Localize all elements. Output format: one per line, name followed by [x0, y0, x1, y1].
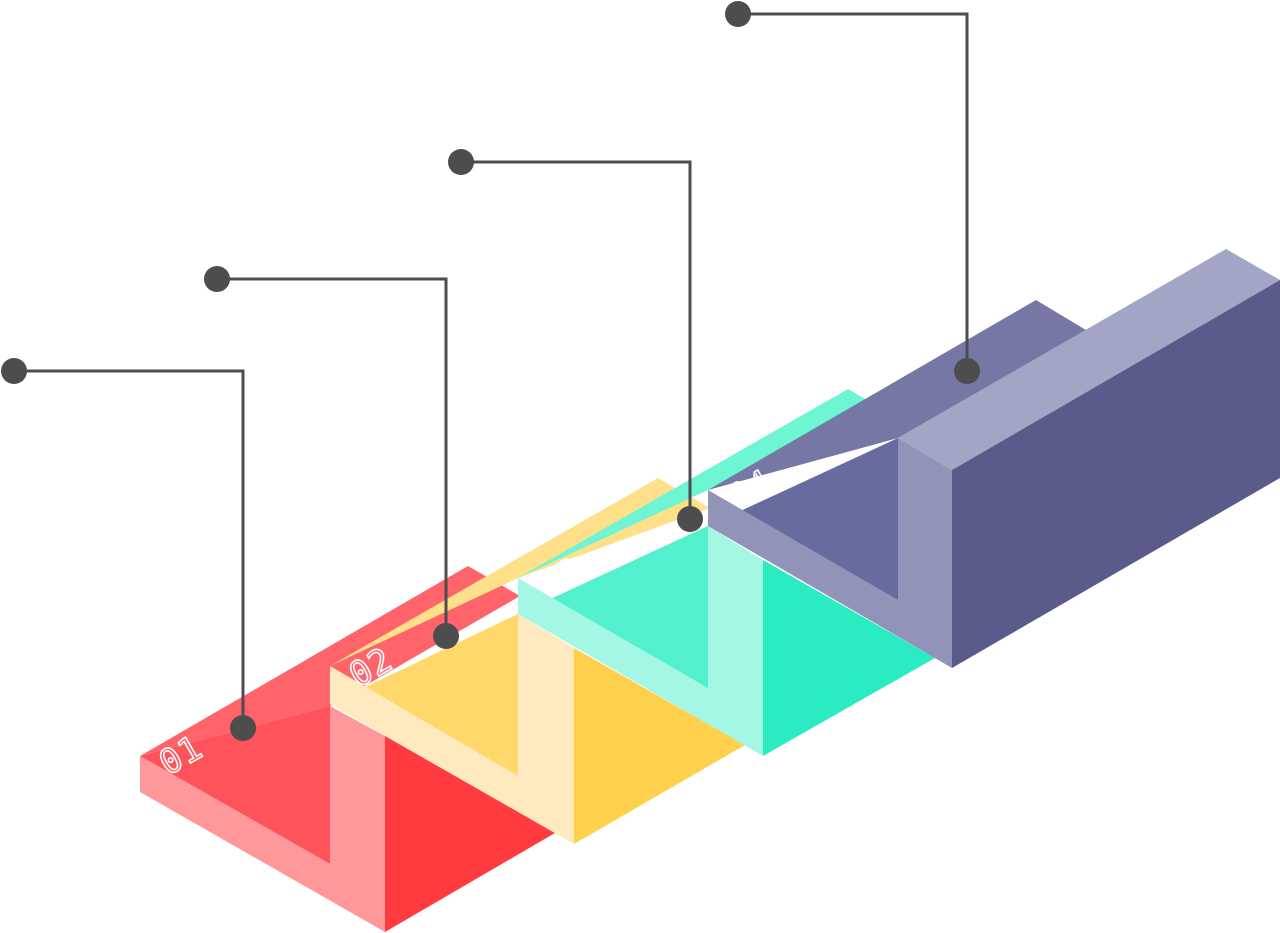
connector-03-start-dot [448, 149, 474, 175]
step-02-side-front [574, 648, 745, 844]
connector-04 [725, 1, 980, 384]
connector-01-line [14, 369, 245, 728]
step-04-top-back [708, 300, 1086, 490]
step-04-block: 04 [708, 249, 1280, 668]
step-03-face-light [518, 526, 763, 756]
connector-01-start-dot [1, 358, 27, 384]
step-01-top-front [140, 706, 330, 864]
step-04-top-front [708, 438, 898, 600]
step-04-side-front [952, 280, 1280, 668]
step-04-face-mid [708, 438, 952, 668]
step-02-top-front [330, 614, 518, 776]
connector-03 [448, 149, 703, 532]
step-02-face-light [330, 614, 574, 844]
step-01-side-front [385, 736, 555, 932]
connector-02 [204, 266, 459, 649]
connector-03-end-dot [677, 506, 703, 532]
connector-04-end-dot [954, 358, 980, 384]
connector-01 [1, 358, 256, 741]
step-01-face-light [140, 706, 385, 932]
connector-02-start-dot [204, 266, 230, 292]
connector-01-end-dot [230, 715, 256, 741]
step-03-top-front [518, 526, 708, 688]
step-03-side-front [763, 560, 935, 756]
connector-02-end-dot [433, 623, 459, 649]
connector-04-line [738, 12, 969, 371]
connector-04-start-dot [725, 1, 751, 27]
connector-03-line [461, 160, 692, 519]
connector-02-line [217, 277, 448, 636]
step-04-upper-cap [898, 249, 1280, 470]
